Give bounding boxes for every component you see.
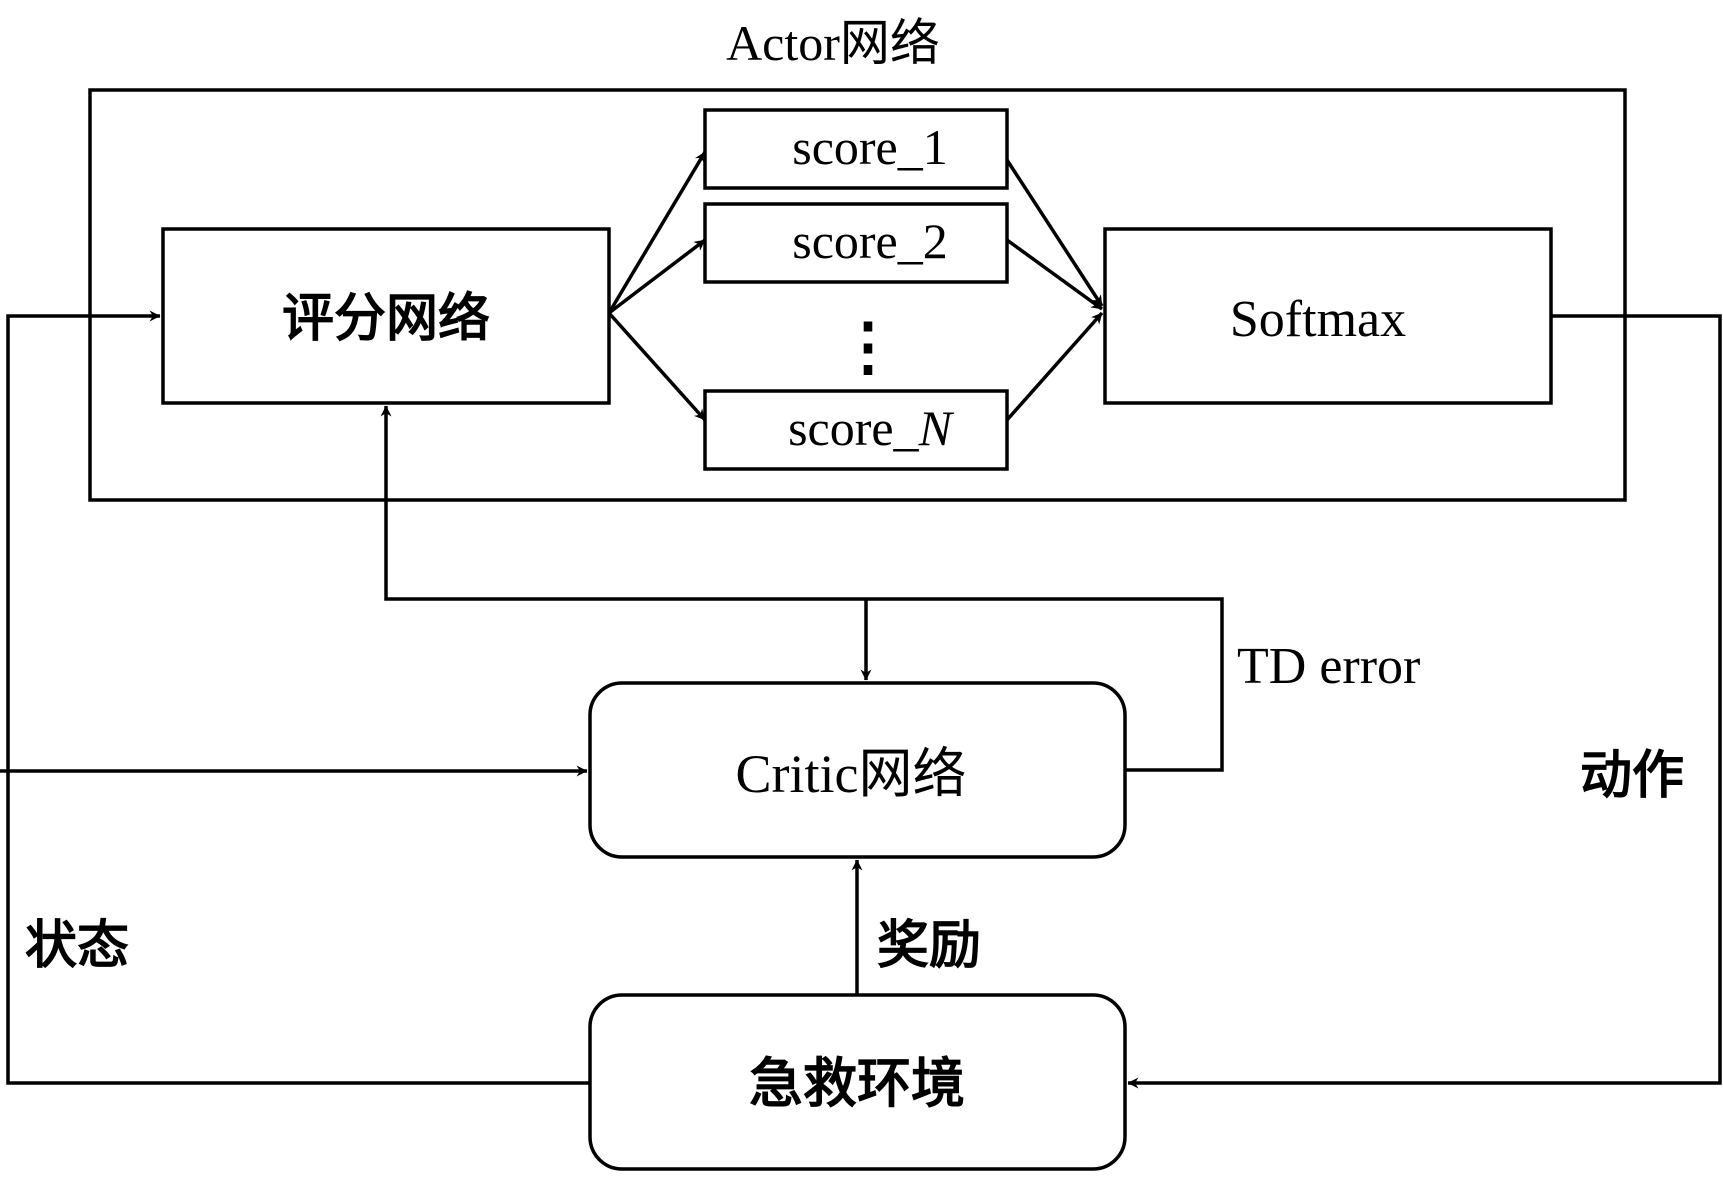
score-label-2: score_2 bbox=[792, 213, 948, 269]
scoring-network-box bbox=[161, 227, 611, 405]
arrow-score-n-to-softmax bbox=[1005, 311, 1104, 422]
action-path bbox=[1127, 314, 1722, 1089]
action-label: 动作 bbox=[1580, 746, 1684, 806]
actor-network-container bbox=[88, 88, 1627, 502]
score-box-n bbox=[703, 389, 1009, 471]
score-label-n: score_N bbox=[788, 400, 955, 456]
arrow-scoring-to-score-1 bbox=[607, 151, 707, 314]
arrow-scoring-to-score-2 bbox=[607, 238, 707, 315]
softmax-box bbox=[1103, 227, 1553, 405]
actor-network-title: Actor网络 bbox=[726, 15, 940, 71]
critic-network-label: Critic网络 bbox=[736, 744, 967, 804]
score-box-1 bbox=[703, 108, 1009, 190]
state-label: 状态 bbox=[25, 916, 129, 976]
environment-label: 急救环境 bbox=[749, 1052, 965, 1115]
score-label-1: score_1 bbox=[792, 119, 948, 175]
reward-label: 奖励 bbox=[877, 916, 981, 976]
scoring-network-label: 评分网络 bbox=[282, 289, 490, 349]
softmax-label: Softmax bbox=[1230, 291, 1406, 348]
arrow-score-1-to-softmax bbox=[1005, 159, 1104, 307]
arrow-score-2-to-softmax bbox=[1005, 238, 1104, 311]
td-error-label: TD error bbox=[1237, 638, 1420, 695]
td-error-path bbox=[380, 405, 1224, 772]
state-path bbox=[6, 310, 590, 1085]
score-box-2 bbox=[703, 202, 1009, 284]
arrow-scoring-to-score-n bbox=[607, 311, 707, 422]
score-ellipsis: ⋮ bbox=[836, 311, 900, 382]
